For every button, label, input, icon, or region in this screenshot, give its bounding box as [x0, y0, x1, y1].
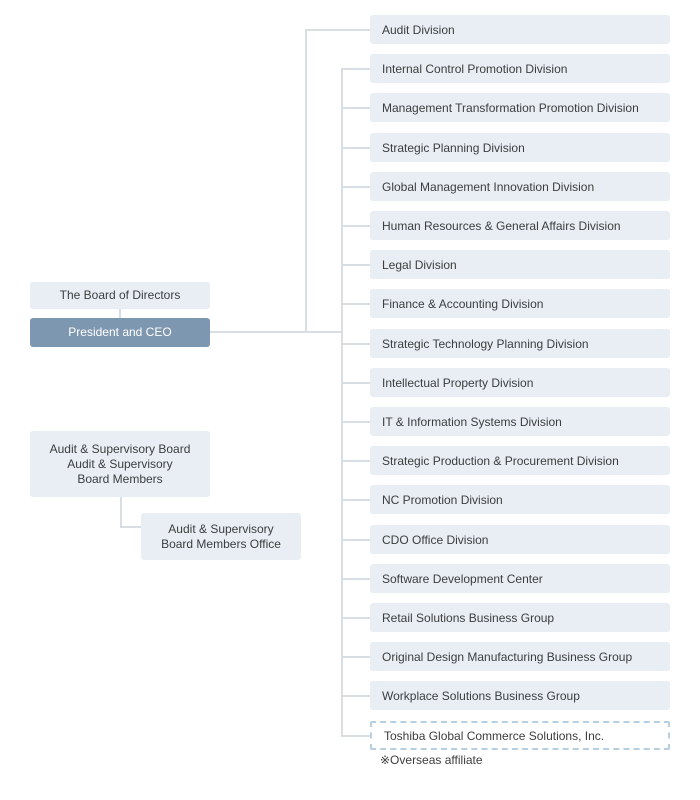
connector-stub [341, 382, 370, 384]
connector-stub [341, 617, 370, 619]
division-box: Management Transformation Promotion Divi… [370, 93, 670, 122]
audit-supervisory-office-box: Audit & Supervisory Board Members Office [141, 513, 301, 560]
division-box: Retail Solutions Business Group [370, 603, 670, 632]
connector-stub [341, 499, 370, 501]
division-label: Toshiba Global Commerce Solutions, Inc. [384, 728, 605, 743]
division-label: Human Resources & General Affairs Divisi… [382, 218, 621, 233]
division-label: IT & Information Systems Division [382, 414, 562, 429]
division-box: Legal Division [370, 250, 670, 279]
connector-stub [341, 264, 370, 266]
connector-vertical-audit [305, 29, 307, 333]
overseas-affiliate-box: Toshiba Global Commerce Solutions, Inc. [370, 721, 670, 750]
connector-president-horizontal [210, 331, 343, 333]
division-box: Strategic Planning Division [370, 133, 670, 162]
connector-stub [341, 578, 370, 580]
connector-stub [341, 68, 370, 70]
connector-vertical-main [341, 68, 343, 736]
division-box: Finance & Accounting Division [370, 289, 670, 318]
division-box: Internal Control Promotion Division [370, 54, 670, 83]
division-label: Intellectual Property Division [382, 375, 534, 390]
division-box: Software Development Center [370, 564, 670, 593]
division-box: Global Management Innovation Division [370, 172, 670, 201]
connector-stub [341, 186, 370, 188]
connector-stub [341, 695, 370, 697]
connector-stub [341, 735, 370, 737]
connector-asb-horizontal [120, 526, 142, 528]
division-label: Global Management Innovation Division [382, 179, 595, 194]
division-label: Legal Division [382, 257, 457, 272]
division-label: Retail Solutions Business Group [382, 610, 555, 625]
audit-supervisory-board-box: Audit & Supervisory Board Audit & Superv… [30, 431, 210, 497]
connector-stub [305, 29, 370, 31]
division-label: Software Development Center [382, 571, 543, 586]
connector-stub [341, 460, 370, 462]
division-label: Strategic Planning Division [382, 140, 525, 155]
connector-stub [341, 225, 370, 227]
division-box: Intellectual Property Division [370, 368, 670, 397]
connector-stub [341, 539, 370, 541]
division-box: Strategic Production & Procurement Divis… [370, 446, 670, 475]
connector-board-president [119, 308, 121, 319]
division-label: Internal Control Promotion Division [382, 61, 568, 76]
division-label: NC Promotion Division [382, 492, 503, 507]
division-box: NC Promotion Division [370, 485, 670, 514]
connector-stub [341, 656, 370, 658]
connector-stub [341, 343, 370, 345]
division-label: Workplace Solutions Business Group [382, 688, 580, 703]
division-label: Finance & Accounting Division [382, 296, 544, 311]
connector-asb-vertical [120, 497, 122, 528]
division-label: Management Transformation Promotion Divi… [382, 100, 639, 115]
overseas-affiliate-footnote: ※Overseas affiliate [380, 753, 483, 767]
division-box: Workplace Solutions Business Group [370, 681, 670, 710]
connector-stub [341, 303, 370, 305]
division-label: Strategic Technology Planning Division [382, 336, 589, 351]
division-box: CDO Office Division [370, 525, 670, 554]
division-label: CDO Office Division [382, 532, 489, 547]
division-label: Audit Division [382, 22, 455, 37]
division-label: Original Design Manufacturing Business G… [382, 649, 633, 664]
connector-stub [341, 107, 370, 109]
division-box: Original Design Manufacturing Business G… [370, 642, 670, 671]
division-box: IT & Information Systems Division [370, 407, 670, 436]
connector-stub [341, 147, 370, 149]
board-of-directors-box: The Board of Directors [30, 282, 210, 309]
president-ceo-box: President and CEO [30, 318, 210, 347]
connector-stub [341, 421, 370, 423]
division-label: Strategic Production & Procurement Divis… [382, 453, 619, 468]
division-box: Strategic Technology Planning Division [370, 329, 670, 358]
division-box: Human Resources & General Affairs Divisi… [370, 211, 670, 240]
division-box: Audit Division [370, 15, 670, 44]
